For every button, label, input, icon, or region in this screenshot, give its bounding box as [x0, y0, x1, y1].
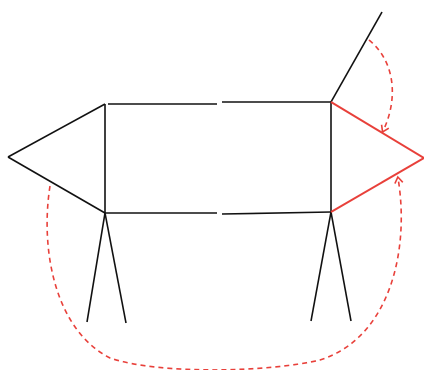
- right-leg-inner: [331, 212, 351, 321]
- left-head-to-right-head-dashed-arrow: [47, 178, 401, 370]
- left-head-top-line: [8, 104, 105, 157]
- tail-line: [331, 12, 382, 102]
- body-bottom-right-segment: [222, 212, 331, 214]
- tail-to-head-dashed-arrow: [369, 40, 392, 131]
- right-head-bottom-line: [331, 158, 424, 212]
- left-front-leg-inner: [105, 213, 126, 323]
- right-leg-outer: [311, 212, 331, 321]
- right-head-top-line: [331, 102, 424, 158]
- left-front-leg-outer: [87, 213, 105, 322]
- left-head-bottom-line: [8, 157, 105, 213]
